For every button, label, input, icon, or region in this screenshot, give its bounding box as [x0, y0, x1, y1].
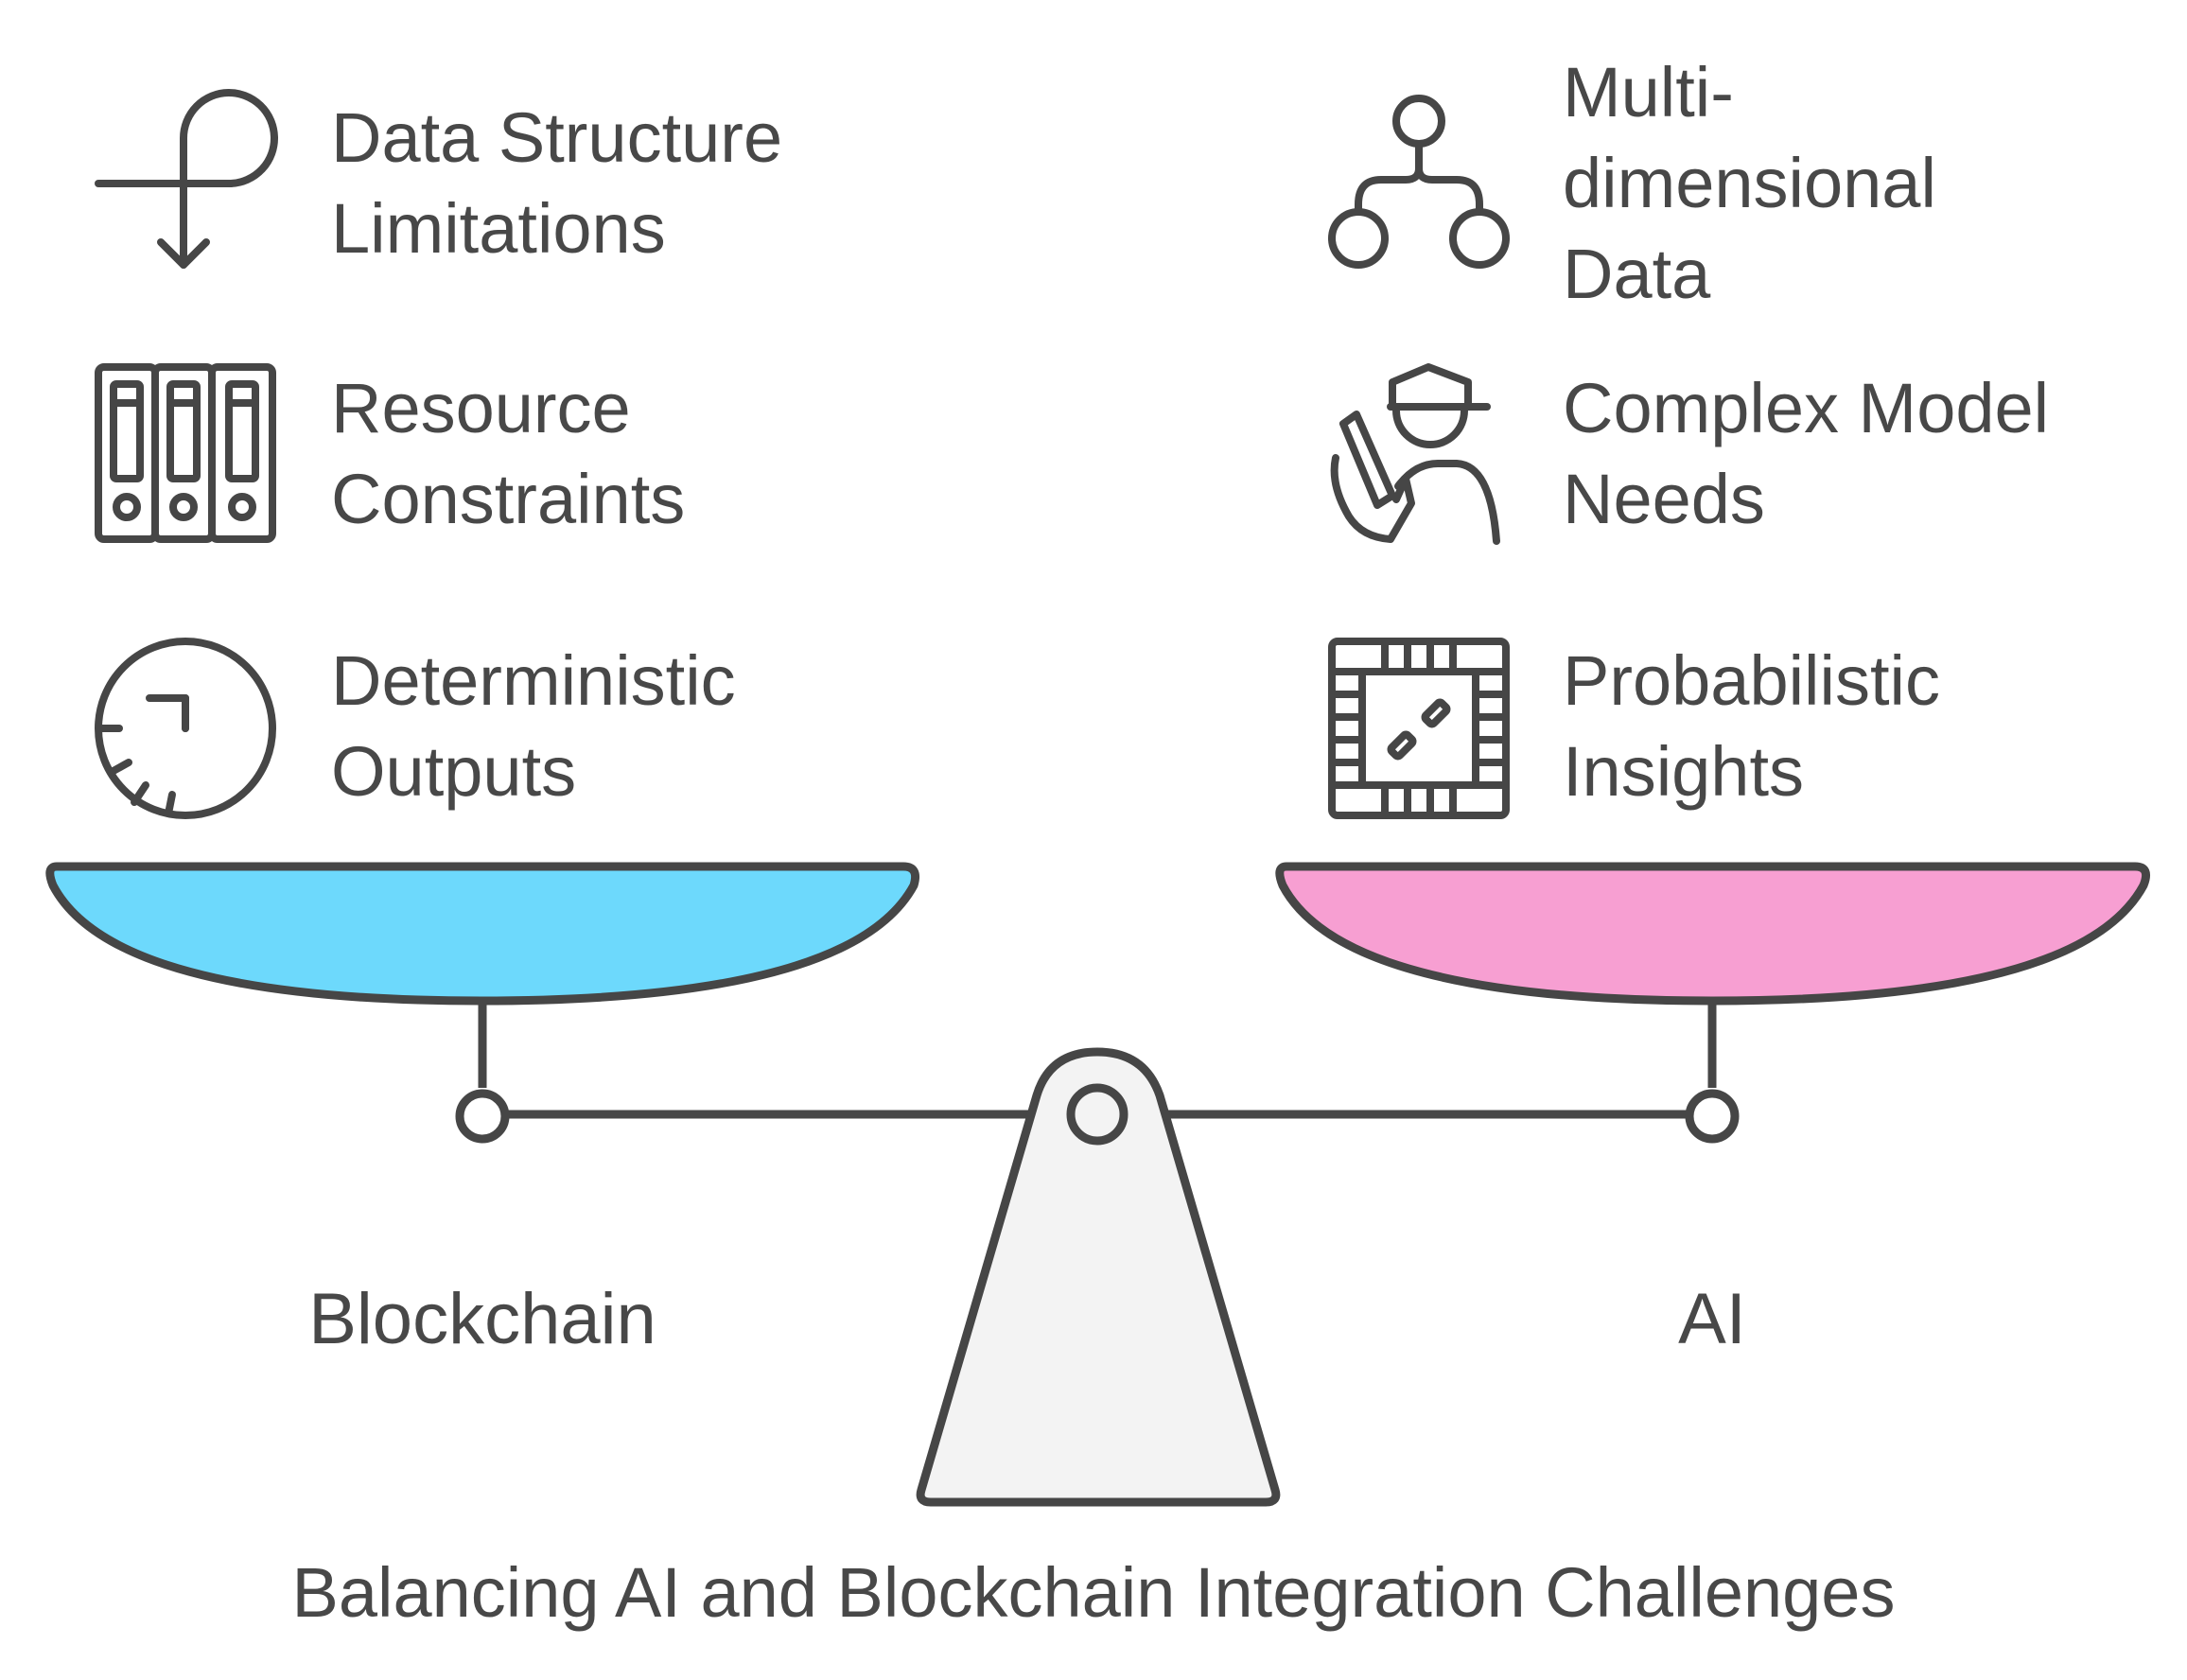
fulcrum-pivot: [1066, 1083, 1128, 1146]
label-line: Needs: [1563, 460, 1765, 538]
right-pivot: [1685, 1089, 1740, 1144]
label-line: Deterministic: [331, 641, 736, 720]
engineer-icon: [1324, 361, 1513, 551]
left-pan: [45, 862, 920, 1006]
fulcrum: [916, 1047, 1281, 1507]
right-pan: [1275, 862, 2150, 1006]
label-line: Complex Model: [1563, 369, 2050, 447]
item-label-resource-constraints: Resource Constraints: [331, 363, 685, 545]
label-line: Resource: [331, 369, 631, 447]
board-game-icon: [1324, 634, 1513, 823]
right-pan-label: AI: [1678, 1279, 1746, 1359]
label-line: Insights: [1563, 732, 1805, 811]
item-label-data-structure: Data Structure Limitations: [331, 93, 782, 274]
label-line: dimensional: [1563, 144, 1936, 222]
label-line: Limitations: [331, 189, 666, 268]
binders-icon: [91, 358, 280, 547]
label-line: Data Structure: [331, 98, 783, 177]
diagram-title: Balancing AI and Blockchain Integration …: [291, 1553, 1896, 1632]
left-pivot: [455, 1089, 510, 1144]
item-label-deterministic-outputs: Deterministic Outputs: [331, 636, 736, 817]
item-label-probabilistic-insights: Probabilistic Insights: [1563, 636, 1940, 817]
loop-arrow-icon: [89, 85, 278, 274]
label-line: Multi-: [1563, 53, 1734, 131]
label-line: Constraints: [331, 460, 686, 538]
item-label-complex-model-needs: Complex Model Needs: [1563, 363, 2049, 545]
clock-icon: [91, 634, 280, 823]
label-line: Probabilistic: [1563, 641, 1940, 720]
label-line: Outputs: [331, 732, 577, 811]
label-line: Data: [1563, 235, 1711, 313]
item-label-multidimensional-data: Multi- dimensional Data: [1563, 47, 1936, 320]
hierarchy-icon: [1324, 93, 1513, 282]
left-pan-label: Blockchain: [308, 1279, 656, 1359]
